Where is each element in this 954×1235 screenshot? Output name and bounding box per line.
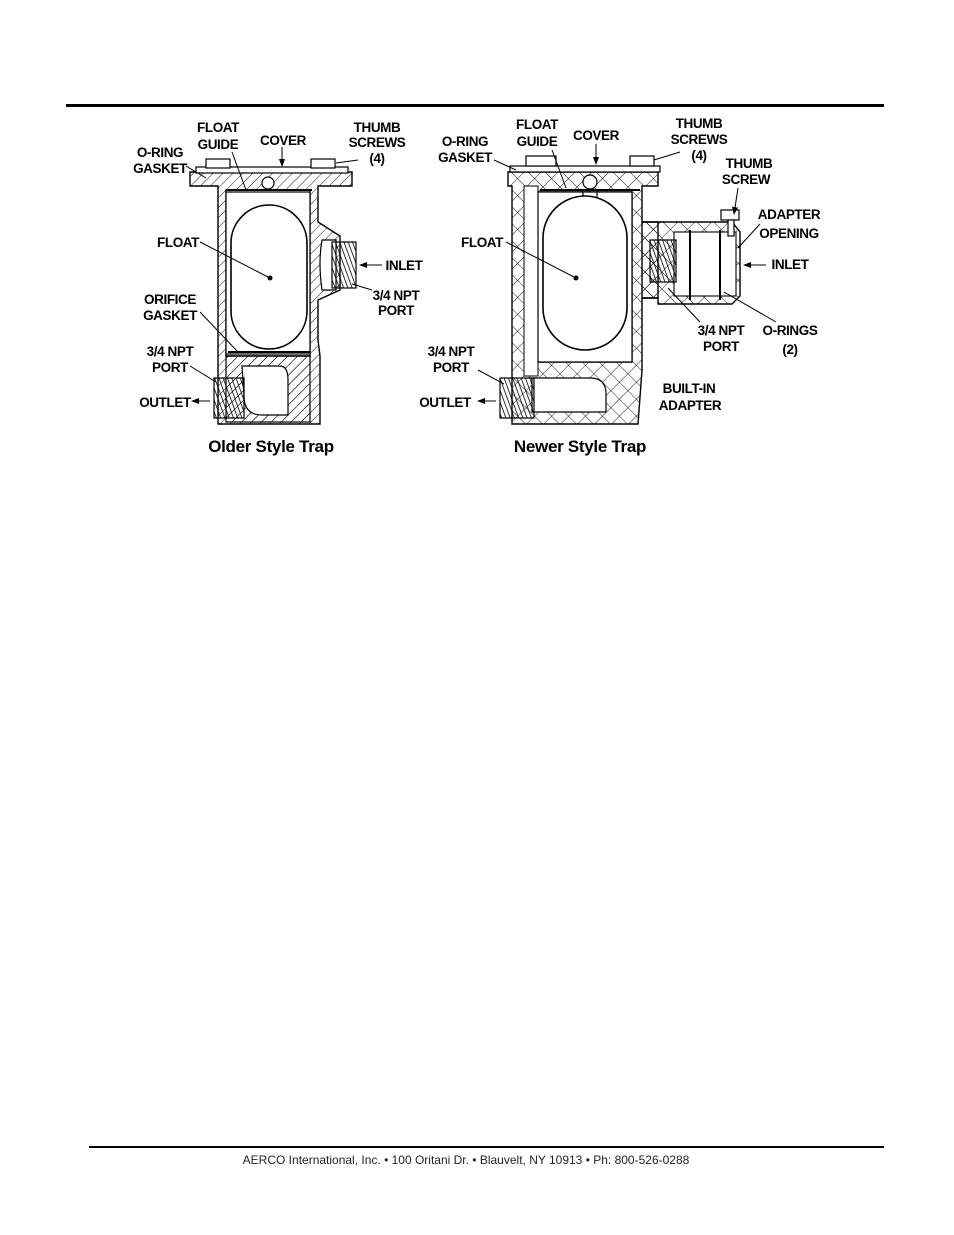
label-older-oring-1: O-RING	[137, 145, 183, 160]
label-newer-float: FLOAT	[461, 235, 504, 250]
newer-trap-drawing	[499, 155, 741, 425]
label-older-thumb-2: SCREWS	[349, 135, 406, 150]
label-older-oring-2: GASKET	[133, 161, 188, 176]
label-older-npt-out-2: PORT	[152, 360, 189, 375]
label-newer-thumb-1: THUMB	[676, 116, 723, 131]
label-older-float: FLOAT	[157, 235, 200, 250]
label-newer-outlet: OUTLET	[419, 395, 472, 410]
label-newer-thumb-3: (4)	[691, 148, 706, 163]
footer-text: AERCO International, Inc. • 100 Oritani …	[242, 1153, 690, 1167]
label-older-float-guide-1: FLOAT	[197, 120, 240, 135]
label-newer-npt-out-1: 3/4 NPT	[428, 344, 476, 359]
label-newer-npt-in-1: 3/4 NPT	[698, 323, 746, 338]
label-older-npt-out-1: 3/4 NPT	[147, 344, 195, 359]
older-leaders	[185, 147, 382, 404]
header-rule	[66, 104, 884, 107]
footer-rule	[89, 1146, 884, 1148]
steam-trap-figure: FLOAT GUIDE COVER THUMB SCREWS (4) O-RIN…	[133, 116, 821, 456]
label-newer-builtin-2: ADAPTER	[659, 398, 722, 413]
label-older-inlet: INLET	[386, 258, 424, 273]
label-older-thumb-3: (4)	[369, 151, 384, 166]
caption-newer-trap: Newer Style Trap	[514, 437, 646, 456]
label-newer-oring-2: GASKET	[438, 150, 493, 165]
label-newer-thumb-screw-2: SCREW	[722, 172, 771, 187]
label-newer-float-guide-1: FLOAT	[516, 117, 559, 132]
footer: AERCO International, Inc. • 100 Oritani …	[0, 1153, 954, 1167]
label-newer-adapter-1: ADAPTER	[758, 207, 821, 222]
label-older-thumb-1: THUMB	[354, 120, 401, 135]
label-newer-oring-1: O-RING	[442, 134, 488, 149]
label-older-cover: COVER	[260, 133, 307, 148]
older-labels: FLOAT GUIDE COVER THUMB SCREWS (4) O-RIN…	[133, 120, 424, 456]
newer-labels: FLOAT GUIDE COVER THUMB SCREWS (4) THUMB…	[419, 116, 821, 456]
label-newer-thumb-2: SCREWS	[671, 132, 728, 147]
label-newer-npt-in-2: PORT	[703, 339, 740, 354]
newer-leaders	[477, 144, 777, 404]
label-older-float-guide-2: GUIDE	[198, 137, 239, 152]
label-newer-orings-2: (2)	[782, 342, 797, 357]
label-older-npt-in-2: PORT	[378, 303, 415, 318]
label-newer-cover: COVER	[573, 128, 620, 143]
label-older-orifice-2: GASKET	[143, 308, 198, 323]
label-older-npt-in-1: 3/4 NPT	[373, 288, 421, 303]
caption-older-trap: Older Style Trap	[208, 437, 334, 456]
label-newer-float-guide-2: GUIDE	[517, 134, 558, 149]
label-newer-npt-out-2: PORT	[433, 360, 470, 375]
label-newer-orings-1: O-RINGS	[763, 323, 818, 338]
label-newer-builtin-1: BUILT-IN	[663, 381, 716, 396]
label-newer-inlet: INLET	[772, 257, 810, 272]
label-newer-thumb-screw-1: THUMB	[726, 156, 773, 171]
label-newer-adapter-2: OPENING	[759, 226, 818, 241]
label-older-orifice-1: ORIFICE	[144, 292, 196, 307]
older-trap-drawing	[189, 158, 357, 425]
label-older-outlet: OUTLET	[139, 395, 192, 410]
